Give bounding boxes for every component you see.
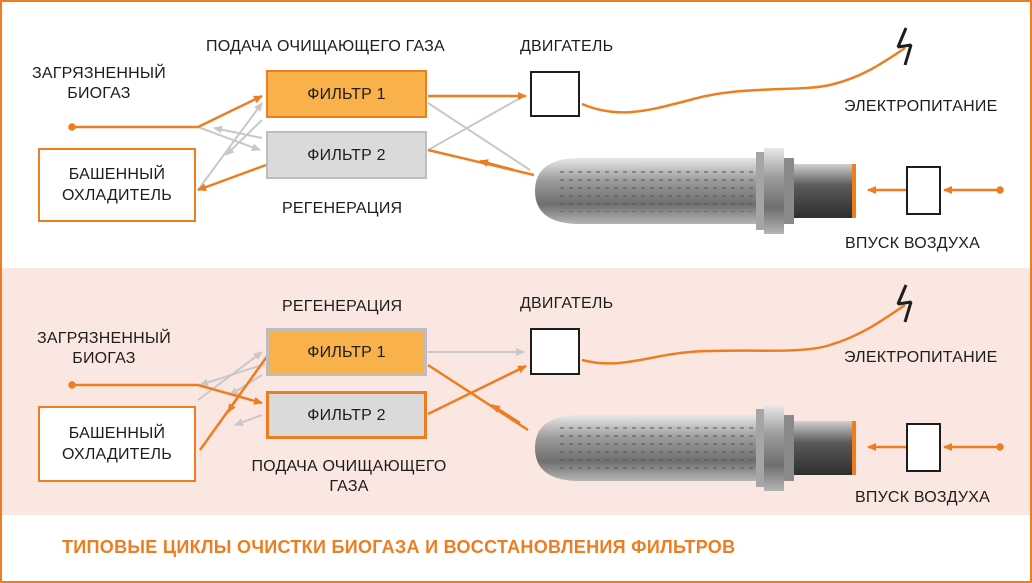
filter-1-box: ФИЛЬТР 1	[266, 328, 427, 376]
air-intake-box	[906, 166, 941, 215]
raw-biogas-label: ЗАГРЯЗНЕННЫЙ БИОГАЗ	[32, 65, 166, 102]
engine-box	[530, 71, 580, 117]
regeneration-label: РЕГЕНЕРАЦИЯ	[282, 200, 403, 217]
air-intake-label: ВПУСК ВОЗДУХА	[855, 489, 991, 506]
filter-2-box: ФИЛЬТР 2	[266, 131, 427, 179]
bottom-grey-flows	[197, 348, 525, 426]
tower-cooler-box: БАШЕННЫЙ ОХЛАДИТЕЛЬ	[38, 148, 196, 222]
top-cycle	[68, 27, 1004, 234]
filter-1-box: ФИЛЬТР 1	[266, 70, 427, 118]
power-spark-icon	[896, 284, 913, 323]
power-label: ЭЛЕКТРОПИТАНИЕ	[844, 98, 998, 115]
purge-gas-label: ПОДАЧА ОЧИЩАЮЩЕГО ГАЗА	[206, 38, 445, 55]
engine-label: ДВИГАТЕЛЬ	[520, 295, 614, 312]
raw-biogas-label: ЗАГРЯЗНЕННЫЙ БИОГАЗ	[37, 330, 171, 367]
bottom-orange-flows	[68, 303, 1004, 451]
regeneration-label: РЕГЕНЕРАЦИЯ	[282, 298, 403, 315]
air-intake-label: ВПУСК ВОЗДУХА	[845, 235, 981, 252]
purge-gas-label: ПОДАЧА ОЧИЩАЮЩЕГО ГАЗА	[251, 458, 447, 495]
figure-caption: ТИПОВЫЕ ЦИКЛЫ ОЧИСТКИ БИОГАЗА И ВОССТАНО…	[62, 537, 736, 557]
air-intake-box	[906, 423, 941, 472]
filter-vessel	[535, 148, 856, 234]
power-spark-icon	[896, 27, 913, 66]
engine-label: ДВИГАТЕЛЬ	[520, 38, 614, 55]
bottom-cycle	[68, 284, 1004, 491]
filter-vessel	[535, 405, 856, 491]
power-label: ЭЛЕКТРОПИТАНИЕ	[844, 349, 998, 366]
engine-box	[530, 328, 580, 375]
filter-2-box: ФИЛЬТР 2	[266, 391, 427, 439]
top-orange-flows	[68, 46, 1004, 194]
tower-cooler-box: БАШЕННЫЙ ОХЛАДИТЕЛЬ	[38, 406, 196, 482]
top-grey-flows	[197, 96, 531, 191]
